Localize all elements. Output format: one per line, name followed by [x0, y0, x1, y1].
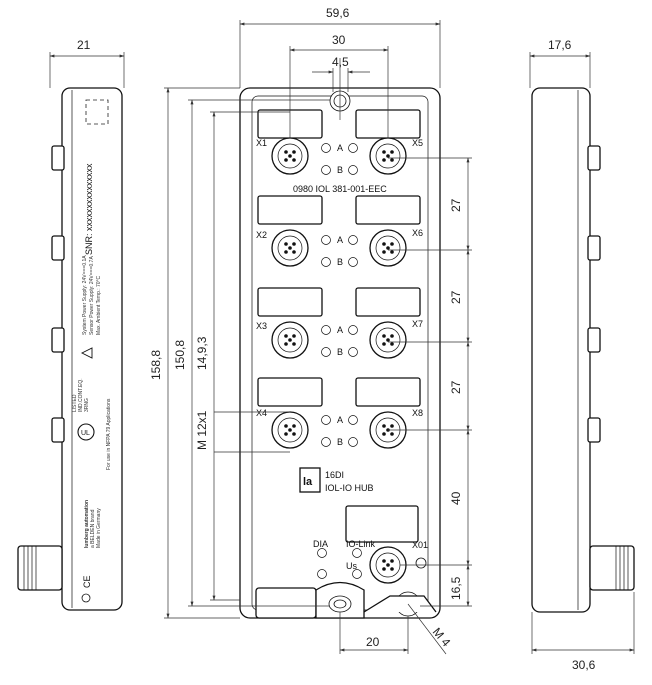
- right-side-view: [531, 87, 635, 613]
- made-in-label: Made in Germany: [96, 508, 102, 548]
- dim-side-right-width: 17,6: [548, 38, 572, 52]
- us-label: Us: [346, 561, 357, 571]
- serial-number: SNR: xxxxxxxxxxxxxxx: [84, 163, 94, 255]
- dim-bottom-spacing: 20: [366, 635, 380, 649]
- brand-name: lumberg automation: [84, 500, 90, 548]
- dim-height-total: 158,8: [149, 350, 163, 380]
- port-x1: [271, 137, 309, 175]
- part-number: 0980 IOL 381-001-EEC: [293, 184, 387, 194]
- dim-total-width: 59,6: [326, 6, 350, 20]
- dim-connector-spacing: 30: [332, 33, 346, 47]
- ul-mark-icon: [77, 423, 95, 441]
- dim-height-connectors: 14,9,3: [195, 336, 209, 370]
- brand-tagline: a BELDEN brand: [90, 509, 96, 548]
- product-line-1: 16DI: [325, 470, 344, 480]
- dim-height-mount: 150,8: [173, 340, 187, 370]
- front-view: A B A B A B A B X1 X2 X3 X4 X5 X6 X7 X8 …: [239, 87, 441, 619]
- dim-pitch-2: 27: [449, 290, 463, 304]
- led-b-label-1: B: [337, 165, 343, 175]
- dim-thread-ports: M 12x1: [195, 410, 209, 450]
- spec-line-3: Max. Ambient Temp.: 70°C: [96, 275, 102, 335]
- port-label-x8: X8: [412, 408, 423, 418]
- dim-pitch-5: 16,5: [449, 576, 463, 600]
- dim-center-offset: 4,5: [332, 55, 349, 69]
- port-label-x1: X1: [256, 138, 267, 148]
- brand-logo-icon: [299, 467, 321, 493]
- dim-screw-thread: M 4: [430, 625, 454, 650]
- dim-pitch-3: 27: [449, 380, 463, 394]
- led-b-label-3: B: [337, 347, 343, 357]
- dim-side-left-width: 21: [77, 38, 91, 52]
- port-label-x3: X3: [256, 321, 267, 331]
- port-x4: [271, 411, 309, 449]
- port-x3: [271, 321, 309, 359]
- listed-label: LISTED: [72, 394, 78, 412]
- listed-line-3: 3RNG: [84, 398, 90, 412]
- svg-text:UL: UL: [81, 430, 90, 437]
- port-x6: [369, 229, 407, 267]
- dim-bottom-right-width: 30,6: [572, 658, 596, 672]
- led-a-label-3: A: [337, 325, 343, 335]
- nfpa-note: For use in NFPA 79 Applications: [106, 398, 112, 470]
- dimension-lines: [49, 20, 635, 655]
- spec-line-2: Sensor Power Supply: 24V===0.7A: [89, 256, 95, 335]
- dim-pitch-4: 40: [449, 491, 463, 505]
- led-b-label-4: B: [337, 437, 343, 447]
- port-x5: [369, 137, 407, 175]
- warning-triangle-icon: [80, 347, 93, 359]
- product-line-2: IOL-IO HUB: [325, 483, 374, 493]
- ground-symbol-icon: [81, 593, 91, 603]
- port-label-x7: X7: [412, 319, 423, 329]
- spec-line-1: System Power Supply: 24V===0.1A: [82, 255, 88, 335]
- port-label-x6: X6: [412, 228, 423, 238]
- io-link-label: IO-Link: [346, 539, 376, 549]
- port-x7: [369, 321, 407, 359]
- led-a-label-1: A: [337, 143, 343, 153]
- port-label-x2: X2: [256, 230, 267, 240]
- dia-label: DIA: [313, 539, 328, 549]
- led-a-label-2: A: [337, 235, 343, 245]
- led-a-label-4: A: [337, 415, 343, 425]
- port-label-x4: X4: [256, 408, 267, 418]
- ce-mark: CE: [82, 575, 92, 588]
- logo-letters: la: [303, 476, 313, 488]
- led-group: [317, 143, 362, 579]
- dim-pitch-1: 27: [449, 198, 463, 212]
- port-label-x5: X5: [412, 138, 423, 148]
- port-label-x01: X01: [412, 540, 428, 550]
- listed-line-2: IND.CONT.EQ.: [78, 378, 84, 412]
- port-x2: [271, 229, 309, 267]
- left-side-view: SNR: xxxxxxxxxxxxxxx System Power Supply…: [17, 87, 123, 611]
- led-b-label-2: B: [337, 257, 343, 267]
